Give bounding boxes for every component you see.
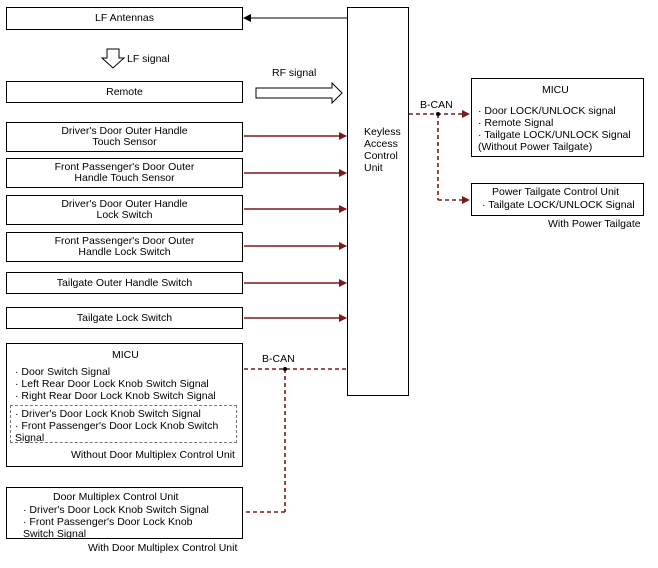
bcan-right-label: B-CAN: [420, 99, 453, 111]
door-multiplex-line-2: · Front Passenger's Door Lock Knob: [23, 516, 193, 528]
driver-lock-switch-box: Driver's Door Outer Handle Lock Switch: [6, 195, 243, 225]
micu-left-caption: Without Door Multiplex Control Unit: [71, 449, 235, 461]
keyless-access-control-unit: Keyless Access Control Unit: [347, 7, 409, 396]
door-multiplex-title: Door Multiplex Control Unit: [53, 491, 179, 503]
keyless-line-1: Keyless: [364, 126, 401, 138]
tailgate-lock-switch-box: Tailgate Lock Switch: [6, 307, 243, 329]
power-tailgate-caption: With Power Tailgate: [548, 218, 641, 230]
door-multiplex-line-1: · Driver's Door Lock Knob Switch Signal: [23, 504, 209, 516]
tailgate-outer-label: Tailgate Outer Handle Switch: [56, 276, 193, 289]
micu-left-line-3: · Right Rear Door Lock Knob Switch Signa…: [15, 390, 216, 402]
passenger-lock-line-1: Front Passenger's Door Outer: [54, 235, 195, 247]
power-tailgate-box: Power Tailgate Control Unit · Tailgate L…: [471, 183, 644, 216]
micu-left-signals: · Door Switch Signal · Left Rear Door Lo…: [15, 366, 216, 402]
bcan-left-connector: [244, 368, 347, 513]
micu-left-line-2: · Left Rear Door Lock Knob Switch Signal: [15, 378, 209, 390]
micu-left-sub-line-1: · Driver's Door Lock Knob Switch Signal: [15, 408, 201, 420]
bcan-right-connector: [409, 113, 462, 201]
lf-signal-label: LF signal: [127, 53, 170, 65]
door-multiplex-caption: With Door Multiplex Control Unit: [88, 542, 238, 554]
keyless-label: Keyless Access Control Unit: [364, 126, 401, 174]
micu-right-signals: · Door LOCK/UNLOCK signal · Remote Signa…: [478, 105, 631, 153]
lf-antennas-label: LF Antennas: [95, 12, 154, 24]
tailgate-lock-label: Tailgate Lock Switch: [76, 311, 173, 324]
micu-left-line-1: · Door Switch Signal: [15, 366, 111, 378]
passenger-touch-line-2: Handle Touch Sensor: [74, 172, 175, 184]
micu-right-line-3: · Tailgate LOCK/UNLOCK Signal: [478, 129, 631, 141]
driver-touch-line-2: Touch Sensor: [92, 136, 157, 148]
rf-signal-arrow: [255, 81, 343, 105]
lf-signal-arrow: [100, 48, 126, 69]
door-multiplex-box: Door Multiplex Control Unit · Driver's D…: [6, 487, 243, 540]
keyless-line-3: Control: [364, 150, 398, 162]
driver-touch-sensor-box: Driver's Door Outer Handle Touch Sensor: [6, 122, 243, 152]
rf-signal-label: RF signal: [272, 67, 317, 79]
micu-left-box: MICU · Door Switch Signal · Left Rear Do…: [6, 343, 243, 467]
driver-lock-line-1: Driver's Door Outer Handle: [61, 198, 188, 210]
power-tailgate-title: Power Tailgate Control Unit: [492, 186, 620, 198]
micu-left-title: MICU: [112, 349, 139, 361]
micu-left-sub-line-2: · Front Passenger's Door Lock Knob Switc…: [15, 420, 219, 432]
micu-right-line-2: · Remote Signal: [478, 117, 554, 129]
passenger-lock-switch-box: Front Passenger's Door Outer Handle Lock…: [6, 232, 243, 262]
remote-box: Remote: [6, 81, 243, 103]
keyless-line-2: Access: [364, 138, 398, 150]
passenger-touch-sensor-box: Front Passenger's Door Outer Handle Touc…: [6, 158, 243, 188]
micu-left-subgroup: · Driver's Door Lock Knob Switch Signal …: [10, 405, 237, 444]
tailgate-outer-handle-box: Tailgate Outer Handle Switch: [6, 272, 243, 294]
door-multiplex-signals: · Driver's Door Lock Knob Switch Signal …: [23, 504, 209, 540]
micu-right-line-1: · Door LOCK/UNLOCK signal: [478, 105, 616, 117]
keyless-line-4: Unit: [364, 162, 383, 174]
driver-touch-line-1: Driver's Door Outer Handle: [61, 125, 188, 137]
driver-lock-line-2: Lock Switch: [96, 209, 153, 221]
passenger-lock-line-2: Handle Lock Switch: [78, 246, 171, 258]
bcan-left-label: B-CAN: [262, 353, 295, 365]
passenger-touch-line-1: Front Passenger's Door Outer: [54, 161, 195, 173]
micu-right-line-4: (Without Power Tailgate): [478, 141, 593, 153]
micu-left-sub-line-3: Signal: [15, 432, 45, 444]
door-multiplex-line-3: Switch Signal: [23, 528, 87, 540]
power-tailgate-line: · Tailgate LOCK/UNLOCK Signal: [482, 199, 635, 211]
micu-right-box: MICU · Door LOCK/UNLOCK signal · Remote …: [471, 78, 644, 157]
remote-label: Remote: [106, 85, 143, 98]
micu-right-title: MICU: [542, 84, 569, 96]
lf-antennas-box: LF Antennas: [6, 7, 243, 30]
